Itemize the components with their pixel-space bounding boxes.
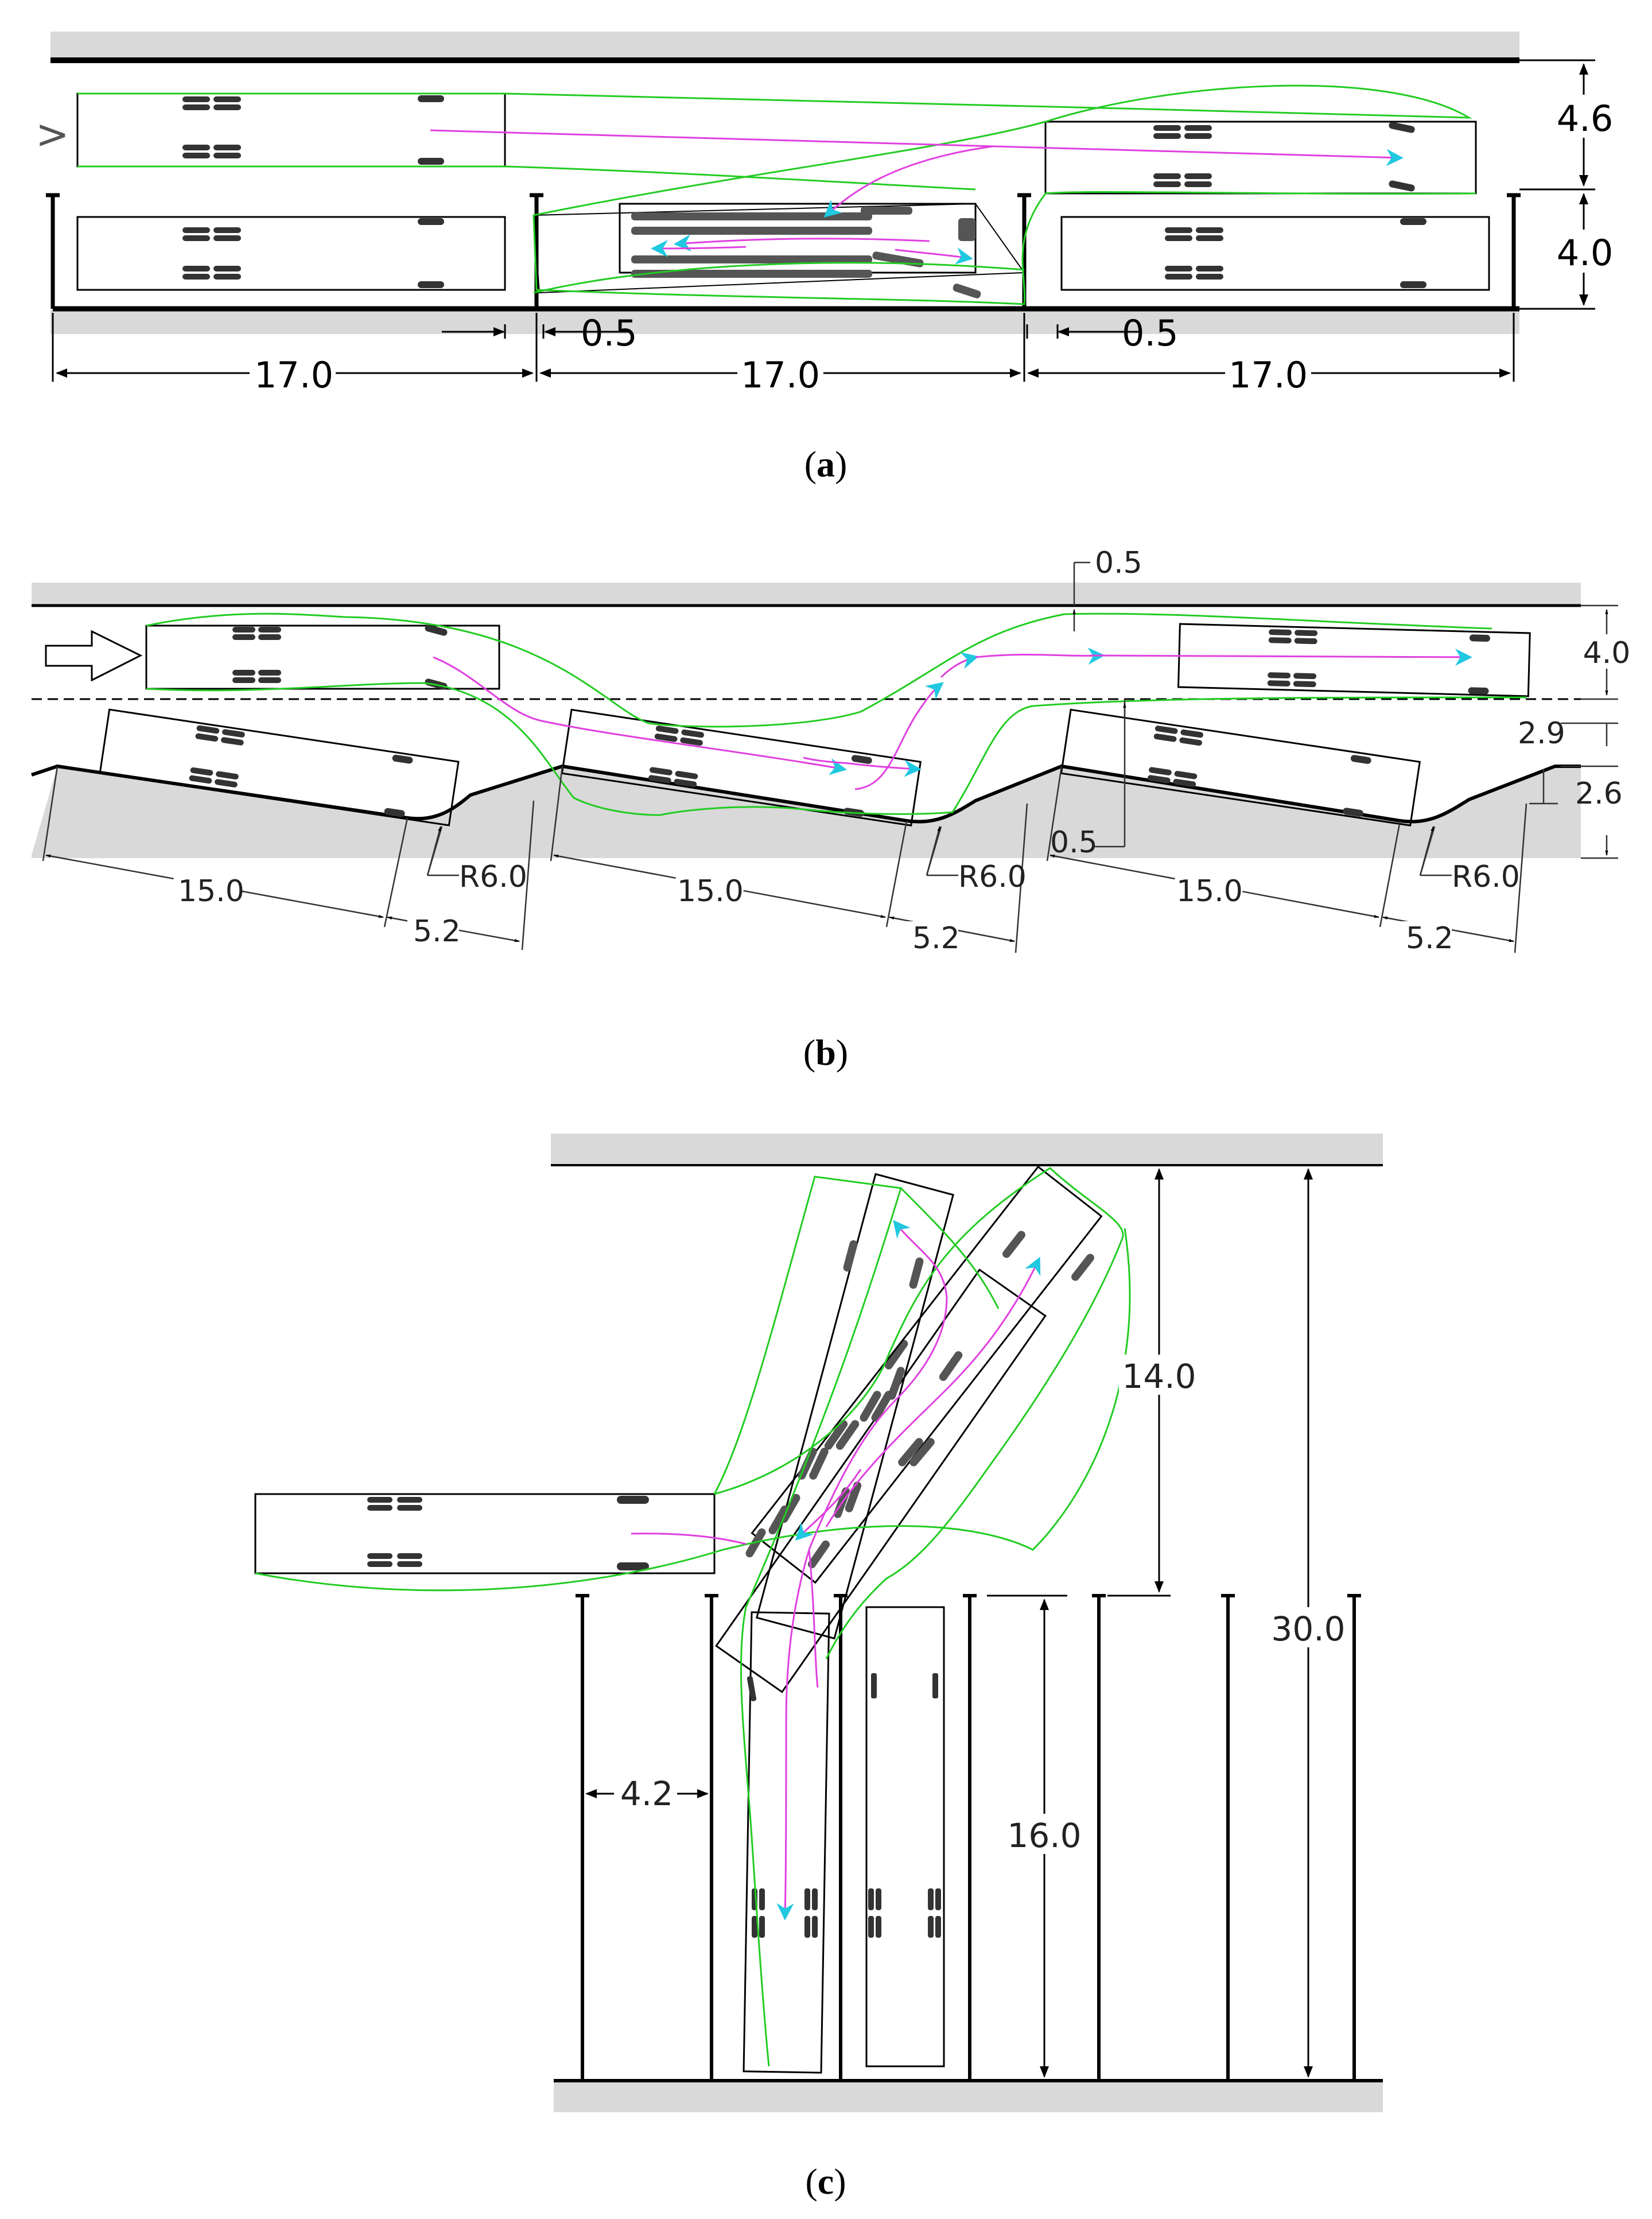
dim-radius-1: R6.0 xyxy=(459,860,527,894)
dimensions-c xyxy=(585,1164,1320,2078)
top-curb xyxy=(50,32,1519,60)
stall-separators-c xyxy=(576,1594,1361,2081)
bus-middle-maneuver xyxy=(532,203,1025,298)
dimensions-b xyxy=(42,561,1618,953)
entry-arrow-glyph: > xyxy=(36,111,69,158)
dim-stall-length-2: 17.0 xyxy=(741,354,820,396)
panel-c: 14.0 30.0 16.0 4.2 (c) xyxy=(254,1134,1383,2202)
dim-length-b2: 15.0 xyxy=(677,874,744,909)
trajectory-c xyxy=(631,1220,1041,1921)
dim-clearance-1: 0.5 xyxy=(581,312,638,354)
bus-c-intermediate-1 xyxy=(756,1173,954,1640)
dim-length-b3: 15.0 xyxy=(1176,874,1243,909)
bus-b-parked-2 xyxy=(561,708,922,827)
bus-end-position xyxy=(1044,121,1477,195)
bus-b-parked-1 xyxy=(99,708,460,827)
caption-c: (c) xyxy=(805,2161,846,2202)
dimension-labels-b: 0.5 4.0 2.9 2.6 0.5 R6.0 R6.0 R6.0 15.0 … xyxy=(169,546,1631,956)
dim-aisle-depth: 14.0 xyxy=(1122,1357,1196,1396)
bus-c-intermediate-3 xyxy=(751,1165,1103,1584)
dim-lane-width: 4.6 xyxy=(1557,98,1614,139)
bus-b-end xyxy=(1177,623,1531,697)
dimension-labels-c: 14.0 30.0 16.0 4.2 xyxy=(614,1355,1348,1855)
bus-c-intermediate-2 xyxy=(715,1268,1047,1693)
dim-gap-b1: 5.2 xyxy=(413,914,461,949)
panel-b: 0.5 4.0 2.9 2.6 0.5 R6.0 R6.0 R6.0 15.0 … xyxy=(31,546,1631,1073)
dim-top-clearance: 0.5 xyxy=(1095,546,1142,580)
bus-b-start xyxy=(145,624,500,690)
bottom-curb-c xyxy=(554,2081,1383,2112)
dim-total-depth: 30.0 xyxy=(1271,1609,1345,1648)
dim-gap-b2: 5.2 xyxy=(912,921,960,956)
dim-radius-3: R6.0 xyxy=(1452,860,1520,894)
bus-parked-right xyxy=(1060,216,1490,291)
entry-arrow-b xyxy=(45,630,143,682)
dim-offset-1: 2.9 xyxy=(1518,716,1565,751)
dim-stall-depth-c: 16.0 xyxy=(1007,1816,1081,1855)
top-curb-c xyxy=(551,1134,1383,1165)
dim-length-b1: 15.0 xyxy=(178,874,244,909)
stall-separators xyxy=(46,193,1521,309)
bus-parked-left xyxy=(76,216,506,291)
trajectory-b xyxy=(433,647,1472,790)
dim-inner-clearance: 0.5 xyxy=(1050,825,1098,860)
sawtooth-edge xyxy=(31,764,1581,824)
bus-c-parked xyxy=(865,1606,945,2067)
caption-a: (a) xyxy=(804,444,848,484)
dim-clearance-2: 0.5 xyxy=(1122,312,1179,354)
dim-stall-width-c: 4.2 xyxy=(620,1774,673,1813)
caption-b: (b) xyxy=(803,1032,848,1073)
top-curb-b xyxy=(32,583,1581,606)
panel-a: > xyxy=(36,32,1614,484)
bus-c-target xyxy=(743,1611,830,2074)
swept-path-b xyxy=(146,612,1527,816)
dim-gap-b3: 5.2 xyxy=(1406,921,1453,956)
dim-stall-length-1: 17.0 xyxy=(254,354,333,396)
swept-path-c xyxy=(255,1167,1131,2067)
dim-offset-2: 2.6 xyxy=(1575,777,1623,811)
dim-lane-width-b: 4.0 xyxy=(1583,636,1631,670)
bottom-curb xyxy=(50,310,1519,334)
dimension-labels-a: 4.6 4.0 17.0 17.0 17.0 0.5 0.5 xyxy=(250,95,1614,396)
swept-path-a xyxy=(77,84,1476,305)
dim-stall-length-3: 17.0 xyxy=(1229,354,1308,396)
dim-stall-depth: 4.0 xyxy=(1557,232,1614,274)
bus-c-start xyxy=(254,1493,716,1574)
bus-b-parked-3 xyxy=(1060,708,1421,827)
dim-radius-2: R6.0 xyxy=(958,860,1027,894)
